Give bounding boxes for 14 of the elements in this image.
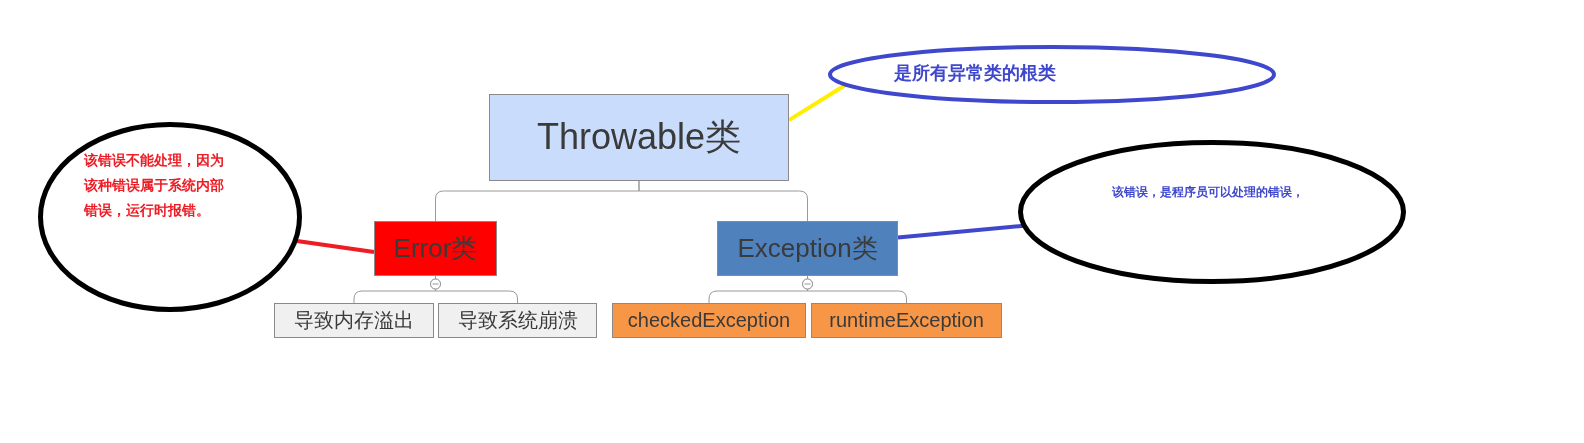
- class-box: Error类: [374, 221, 497, 276]
- callout-text: 是所有异常类的根类: [894, 62, 1057, 85]
- topic-box: checkedException: [612, 303, 806, 338]
- topic-box: 导致内存溢出: [274, 303, 434, 338]
- callout-text: 该错误，是程序员可以处理的错误，: [1112, 184, 1305, 201]
- topic-box: 导致系统崩溃: [438, 303, 597, 338]
- class-box: Exception类: [717, 221, 898, 276]
- topic-box: runtimeException: [811, 303, 1002, 338]
- callout-ellipse: [38, 122, 302, 312]
- callout-ellipse: [1018, 140, 1406, 284]
- class-box: Throwable类: [489, 94, 789, 181]
- callout-ellipse: [828, 45, 1276, 104]
- callout-text: 该错误不能处理，因为该种错误属于系统内部错误，运行时报错。: [84, 151, 224, 220]
- connector-line: [638, 180, 808, 222]
